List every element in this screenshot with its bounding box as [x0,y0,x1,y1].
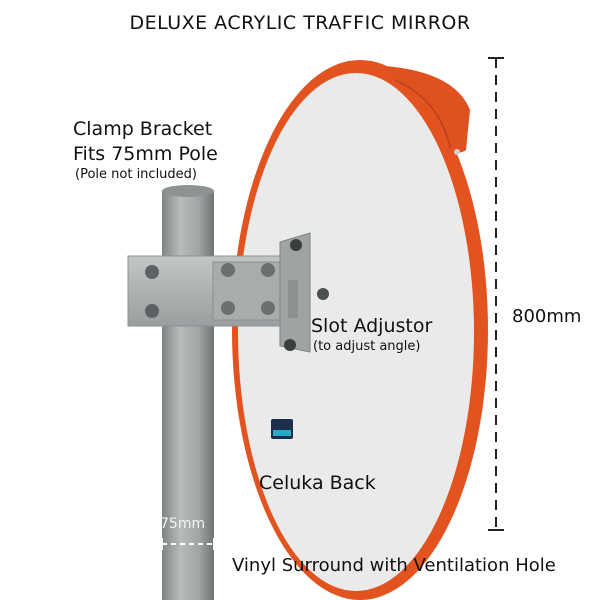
hood-screw [454,149,460,155]
pole [162,190,214,600]
vinyl-surround-label: Vinyl Surround with Ventilation Hole [232,555,556,576]
pole-dimension-line [161,538,215,550]
clamp-bracket [127,232,329,353]
celuka-back [238,73,474,591]
slot-adjustor-note: (to adjust angle) [313,339,421,354]
pole-size-label: 75mm [160,516,206,532]
product-title: DELUXE ACRYLIC TRAFFIC MIRROR [129,12,471,34]
height-dimension-line [488,57,504,531]
slot-adjustor-label: Slot Adjustor [311,315,433,337]
pole-top [162,185,214,197]
clamp-bracket-label: Clamp Bracket [73,118,213,140]
height-dimension-label: 800mm [512,306,582,327]
ventilation-hood [385,66,470,153]
clamp-fit-label: Fits 75mm Pole [73,143,218,165]
clamp-note: (Pole not included) [75,167,197,182]
mirror [232,60,488,600]
celuka-back-label: Celuka Back [259,472,376,494]
